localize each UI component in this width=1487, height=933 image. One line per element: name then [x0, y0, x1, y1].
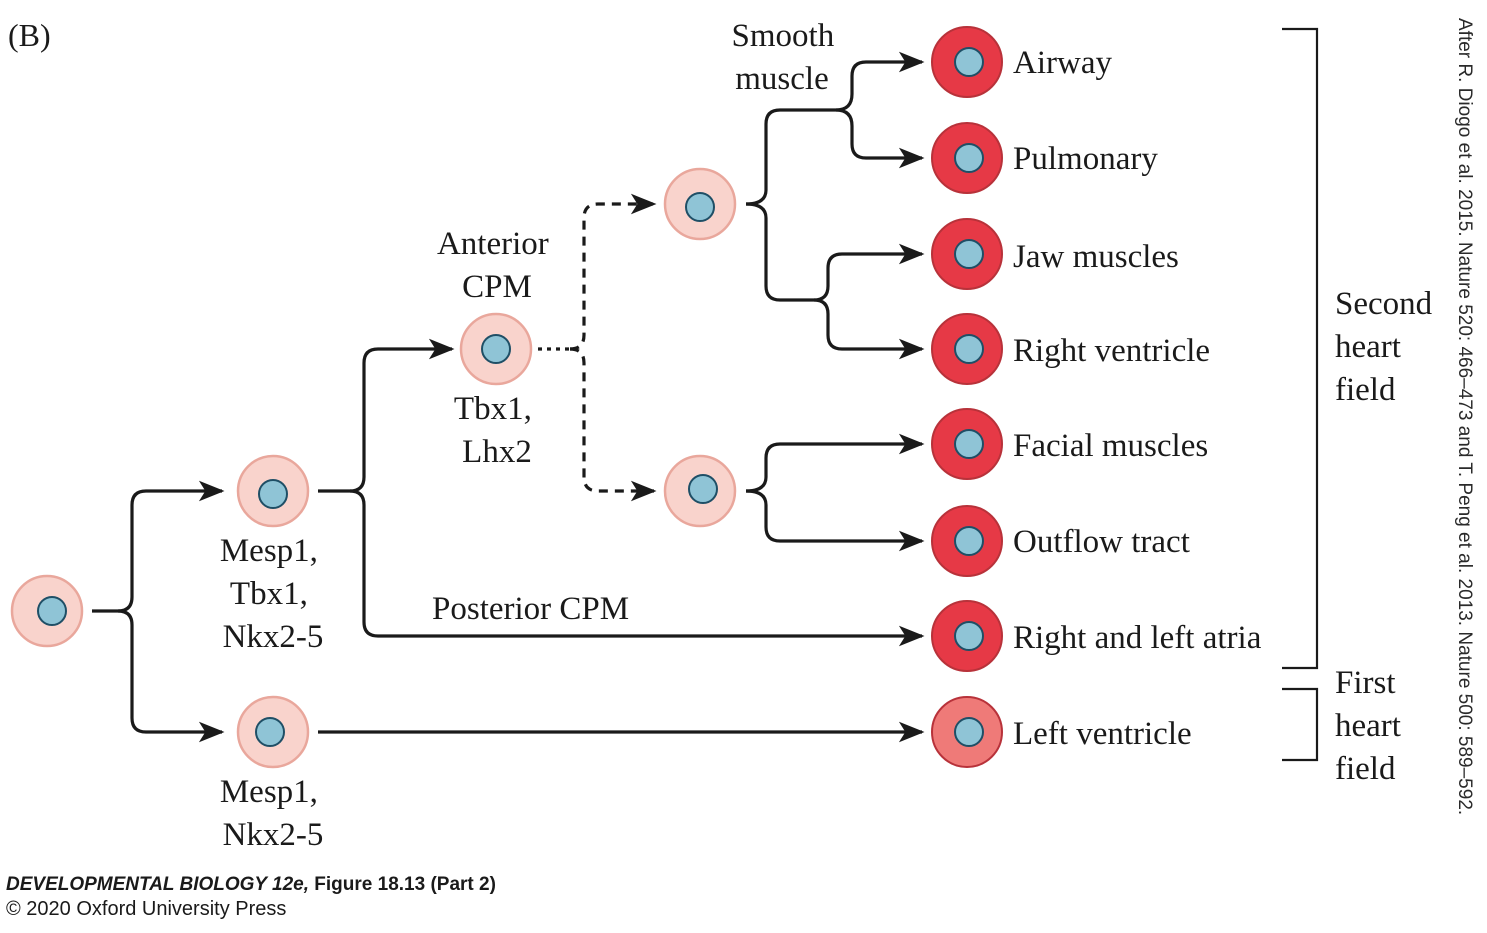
second-heart-field-label: Second heart field: [1335, 286, 1440, 408]
tbx1-lhx2-label: Tbx1, Lhx2: [454, 391, 540, 470]
field-brackets: Second heart field First heart field: [1282, 27, 1440, 787]
outcome-label-jaw-muscles: Jaw muscles: [1013, 239, 1179, 275]
root-progenitor-cell: [10, 574, 84, 648]
connector-to-anterior-cpm: [318, 338, 455, 493]
outcome-cell-left-ventricle: [931, 696, 1003, 768]
connector-to-facial-muscles: [745, 433, 925, 493]
differentiated-cells: [931, 26, 1003, 768]
posterior-cpm-label: Posterior CPM: [432, 591, 629, 627]
first-heart-field-bracket: [1282, 687, 1319, 762]
outcome-cell-airway: [931, 26, 1003, 98]
footer-copyright: © 2020 Oxford University Press: [6, 898, 287, 920]
mesp1-tbx1-nkx2-5-cell: [236, 454, 310, 528]
anterior-cpm-label: Anterior CPM: [437, 226, 557, 305]
connector-upper-mid-down: [745, 202, 814, 302]
connector-anterior-lower-dashed: [569, 347, 657, 502]
progenitor-labels: Mesp1, Tbx1, Nkx2-5 Mesp1, Nkx2-5 Anteri…: [220, 18, 843, 853]
mesp1-nkx2-5-label: Mesp1, Nkx2-5: [220, 774, 326, 853]
smooth-muscle-label: Smooth muscle: [732, 18, 843, 97]
outcome-cell-jaw-muscles: [931, 218, 1003, 290]
footer-book-title: DEVELOPMENTAL BIOLOGY 12e,: [6, 874, 310, 895]
outcome-label-right-and-left-atria: Right and left atria: [1013, 620, 1262, 656]
upper-intermediate-cell: [663, 167, 737, 241]
connector-to-airway: [835, 51, 925, 112]
connector-to-outflow-tract: [745, 489, 925, 552]
first-heart-field-label: First heart field: [1335, 665, 1409, 787]
progenitor-cells: [10, 167, 737, 769]
outcome-labels: Airway Pulmonary Jaw muscles Right ventr…: [1013, 45, 1262, 752]
connector-root-trunk: [92, 480, 225, 613]
outcome-label-facial-muscles: Facial muscles: [1013, 428, 1208, 464]
footer-figure-line: DEVELOPMENTAL BIOLOGY 12e, Figure 18.13 …: [6, 874, 496, 896]
footer-figure-number: Figure 18.13 (Part 2): [314, 874, 496, 895]
lower-intermediate-cell: [663, 454, 737, 528]
outcome-cell-facial-muscles: [931, 408, 1003, 480]
panel-label: (B): [8, 17, 51, 53]
connector-upper-mid-up: [745, 108, 836, 206]
second-heart-field-bracket: [1282, 27, 1319, 670]
outcome-label-airway: Airway: [1013, 45, 1112, 81]
outcome-label-left-ventricle: Left ventricle: [1013, 716, 1192, 752]
outcome-label-pulmonary: Pulmonary: [1013, 141, 1158, 177]
mesp1-tbx1-nkx2-5-label: Mesp1, Tbx1, Nkx2-5: [220, 533, 326, 655]
outcome-cell-right-and-left-atria: [931, 600, 1003, 672]
outcome-cell-outflow-tract: [931, 505, 1003, 577]
anterior-cpm-cell: [459, 312, 533, 386]
connector-to-pulmonary: [835, 108, 925, 169]
connector-anterior-upper-dashed: [569, 193, 657, 351]
citation-text: After R. Diogo et al. 2015. Nature 520: …: [1454, 18, 1475, 815]
outcome-cell-right-ventricle: [931, 313, 1003, 385]
connector-to-jaw-muscles: [813, 243, 925, 302]
outcome-cell-pulmonary: [931, 122, 1003, 194]
figure-footer: DEVELOPMENTAL BIOLOGY 12e, Figure 18.13 …: [6, 874, 496, 921]
outcome-label-right-ventricle: Right ventricle: [1013, 333, 1210, 369]
lineage-connectors: [92, 51, 925, 743]
outcome-label-outflow-tract: Outflow tract: [1013, 524, 1190, 560]
connector-root-lower: [117, 609, 225, 743]
mesp1-nkx2-5-cell: [236, 695, 310, 769]
connector-to-right-ventricle: [813, 298, 925, 360]
connector-to-posterior-cpm: [349, 489, 925, 647]
